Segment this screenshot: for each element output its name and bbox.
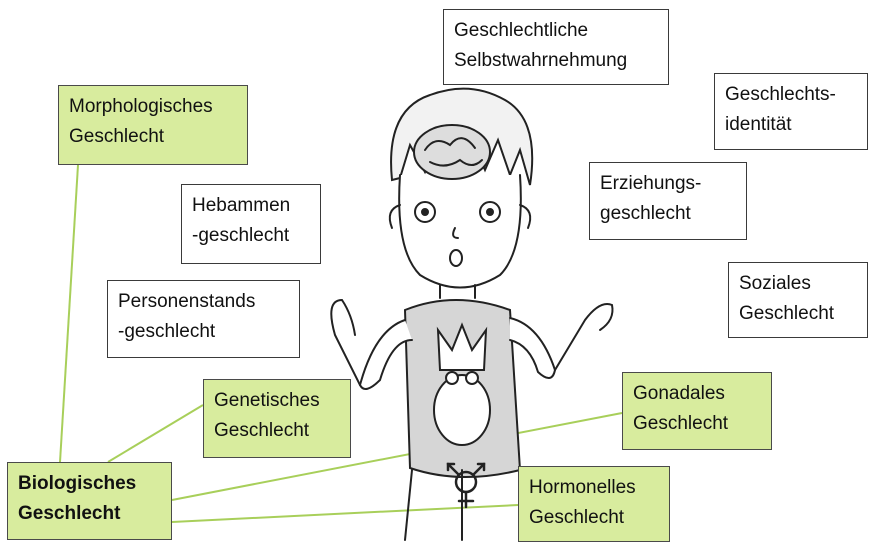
box-genetisches-geschlecht: Genetisches Geschlecht [203,379,351,458]
box-erziehungsgeschlecht: Erziehungs- geschlecht [589,162,747,240]
box-hormonelles-geschlecht: Hormonelles Geschlecht [518,466,670,542]
frog-icon [434,375,490,445]
arm-right [510,318,555,378]
box-morphologisches-geschlecht: Morphologisches Geschlecht [58,85,248,165]
hand-right [555,304,613,370]
arm-left [360,320,412,389]
box-personenstandsgeschlecht: Personenstands -geschlecht [107,280,300,358]
box-gonadales-geschlecht: Gonadales Geschlecht [622,372,772,450]
box-geschlechtliche-selbstwahrnehmung: Geschlechtliche Selbstwahrnehmung [443,9,669,85]
box-hebammengeschlecht: Hebammen -geschlecht [181,184,321,264]
brain-icon [414,125,490,179]
box-geschlechtsidentitaet: Geschlechts- identität [714,73,868,150]
face [399,175,521,288]
hand-left [331,300,360,385]
box-soziales-geschlecht: Soziales Geschlecht [728,262,868,338]
box-biologisches-geschlecht: Biologisches Geschlecht [7,462,172,540]
